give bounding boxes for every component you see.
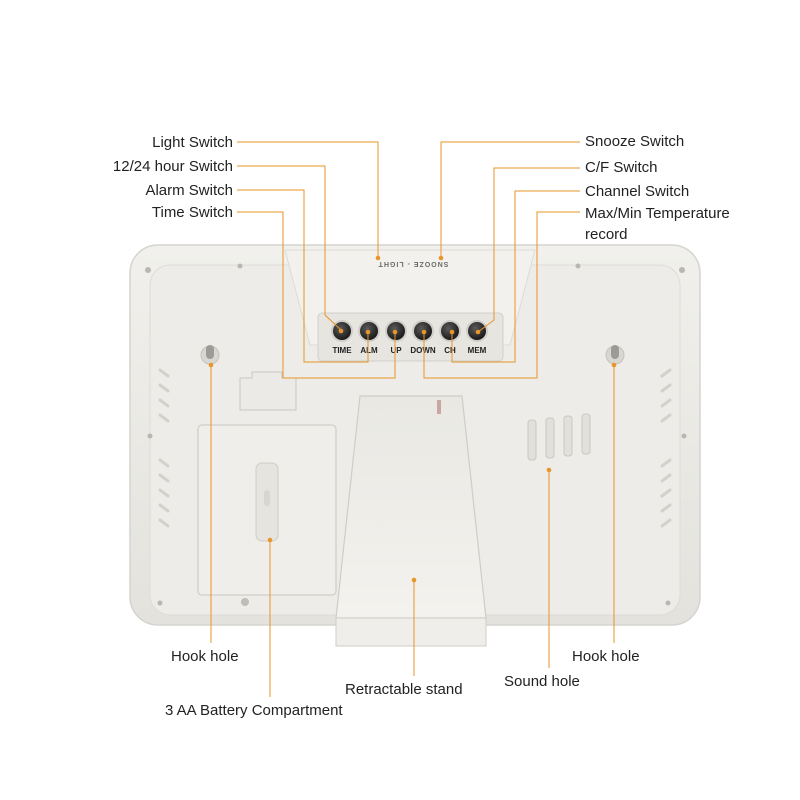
label-maxmin-line1: Max/Min Temperature: [585, 205, 730, 222]
leader-lines: [210, 141, 615, 697]
dot-alarm-switch: [365, 329, 371, 335]
dot-snooze-switch: [438, 255, 444, 261]
button-mem[interactable]: MEM: [466, 320, 488, 355]
device-body: SNOOZE - LIGHT: [129, 244, 701, 647]
screw-top-right: [679, 267, 685, 273]
leader-dots: [208, 255, 617, 583]
button-ch-label: CH: [444, 346, 456, 355]
label-hook-hole-left: Hook hole: [171, 648, 239, 665]
dot-hook-hole-left: [208, 362, 214, 368]
dot-sound-hole: [546, 467, 552, 473]
label-hour-switch: 12/24 hour Switch: [113, 158, 233, 175]
button-down-label: DOWN: [410, 346, 436, 355]
screw-bottom-right: [665, 600, 671, 606]
sound-holes-shape: [527, 413, 591, 461]
panel-embossed-text: SNOOZE - LIGHT: [378, 260, 449, 267]
dot-cf-switch: [475, 329, 481, 335]
dot-hook-hole-right: [611, 362, 617, 368]
label-light-switch: Light Switch: [152, 134, 233, 151]
dot-time-switch: [392, 329, 398, 335]
dot-maxmin: [421, 329, 427, 335]
hook-hole-right-shape: [605, 345, 625, 365]
button-alm[interactable]: ALM: [358, 320, 380, 355]
leader-maxmin: [423, 211, 580, 379]
button-mem-label: MEM: [468, 346, 487, 355]
screw-top-mid-right: [575, 263, 581, 269]
screw-top-mid-left: [237, 263, 243, 269]
screw-top-left: [145, 267, 151, 273]
hook-hole-left-shape: [200, 345, 220, 365]
button-time[interactable]: TIME: [331, 320, 353, 355]
label-hook-hole-right: Hook hole: [572, 648, 640, 665]
button-time-label: TIME: [332, 346, 352, 355]
label-snooze-switch: Snooze Switch: [585, 133, 684, 150]
screw-left: [147, 433, 153, 439]
callout-labels: Light Switch 12/24 hour Switch Alarm Swi…: [113, 133, 730, 719]
screw-bottom-left: [157, 600, 163, 606]
leader-alarm-switch: [237, 189, 369, 363]
label-stand: Retractable stand: [345, 681, 463, 698]
leader-cf-switch: [477, 167, 580, 333]
label-battery: 3 AA Battery Compartment: [165, 702, 343, 719]
leader-channel-switch: [451, 190, 580, 363]
right-vents: [660, 368, 672, 528]
dot-hour-switch: [338, 328, 344, 334]
label-channel-switch: Channel Switch: [585, 183, 689, 200]
label-cf-switch: C/F Switch: [585, 159, 658, 176]
dot-battery: [267, 537, 273, 543]
dot-stand: [411, 577, 417, 583]
label-maxmin-line2: record: [585, 226, 628, 243]
leader-light-switch: [237, 141, 379, 258]
label-time-switch: Time Switch: [152, 204, 233, 221]
dot-channel-switch: [449, 329, 455, 335]
leader-time-switch: [237, 211, 396, 379]
button-up-label: UP: [390, 346, 402, 355]
retractable-stand-shape: [335, 395, 487, 647]
dot-light-switch: [375, 255, 381, 261]
leader-hour-switch: [237, 165, 342, 331]
screw-right: [681, 433, 687, 439]
left-vents: [158, 368, 170, 528]
button-alm-label: ALM: [360, 346, 378, 355]
label-alarm-switch: Alarm Switch: [145, 182, 233, 199]
leader-snooze-switch: [440, 141, 580, 258]
label-sound-hole: Sound hole: [504, 673, 580, 690]
battery-compartment-shape: [197, 371, 337, 606]
